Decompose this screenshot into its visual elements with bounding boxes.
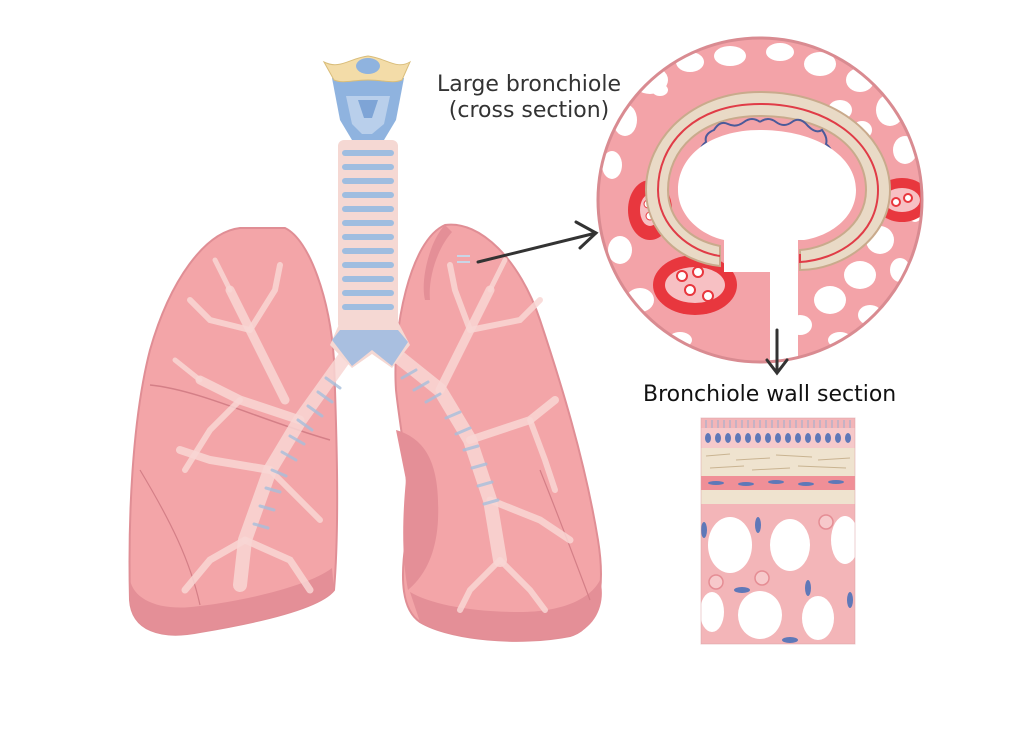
bronchi-cartilage	[252, 368, 500, 530]
label-large-bronchiole-line1: Large bronchiole	[436, 72, 622, 97]
trachea	[322, 55, 412, 368]
label-large-bronchiole-line2: (cross section)	[448, 98, 610, 123]
bronchiole-wall-section	[700, 417, 856, 645]
right-lung	[128, 227, 339, 636]
bronchial-tree	[172, 257, 574, 613]
pointer-arrow-cross-section	[476, 220, 599, 264]
label-large-bronchiole: Large bronchiole (cross section)	[426, 72, 632, 124]
bronchiole-cross-section	[596, 36, 924, 364]
label-bronchiole-wall-section: Bronchiole wall section	[643, 382, 897, 407]
pointer-arrow-wall-section	[765, 328, 789, 376]
sample-site-marker	[457, 255, 470, 263]
